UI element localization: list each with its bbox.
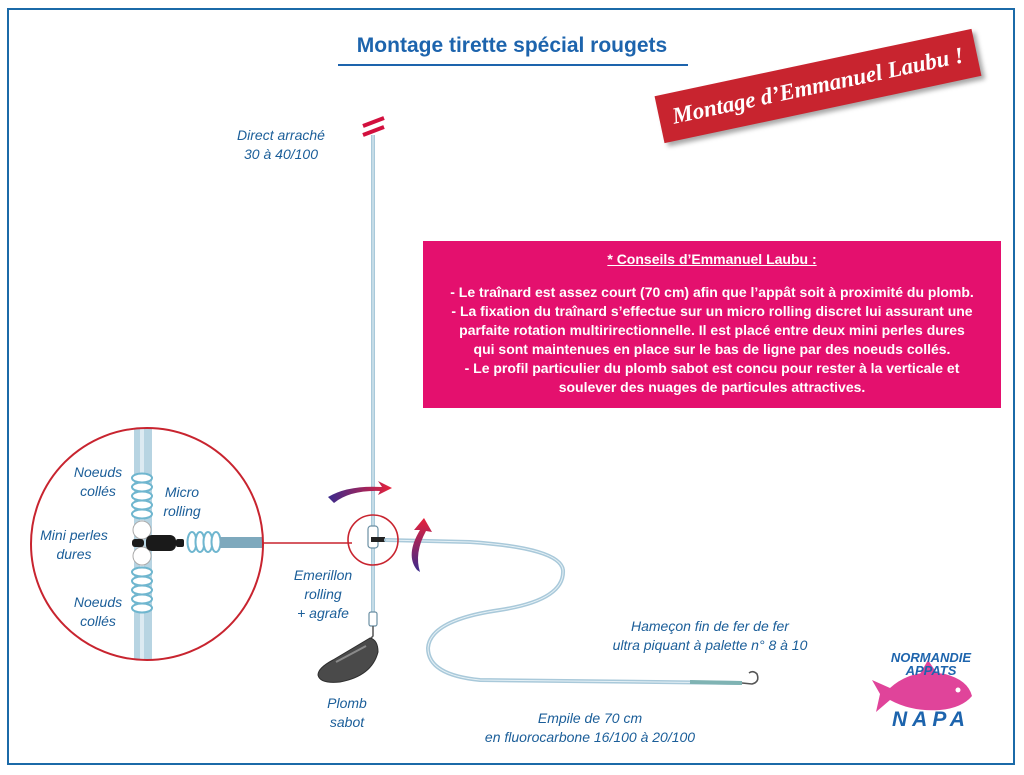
advice-title: * Conseils d’Emmanuel Laubu :	[607, 251, 817, 267]
logo-normandie-appats: NORMANDIE APPATS	[890, 650, 972, 678]
label-noeuds-colles-bottom: Noeuds collés	[73, 594, 123, 629]
advice-line: - Le profil particulier du plomb sabot e…	[464, 360, 960, 376]
label-noeuds-colles-top: Noeuds collés	[73, 464, 123, 499]
label-emerillon: Emerillon rolling + agrafe	[293, 567, 353, 621]
logo-fish-icon	[872, 660, 972, 712]
advice-box: * Conseils d’Emmanuel Laubu : - Le traîn…	[423, 241, 1001, 408]
bead-bottom	[132, 546, 152, 566]
logo-napa: NAPA	[892, 708, 970, 731]
advice-line: - La fixation du traînard s’effectue sur…	[451, 303, 973, 319]
knots-leader	[186, 531, 222, 553]
zoom-target-circle	[347, 514, 399, 566]
swivel	[367, 525, 385, 549]
label-plomb-sabot: Plomb sabot	[327, 695, 367, 730]
advice-text: - Le traînard est assez court (70 cm) af…	[423, 283, 1001, 397]
label-empile: Empile de 70 cm en fluorocarbone 16/100 …	[484, 710, 696, 745]
knots-top	[131, 472, 153, 520]
knots-bottom	[131, 566, 153, 614]
rotation-arrow-vertical	[411, 518, 432, 572]
break-mark	[362, 116, 385, 137]
advice-line: parfaite rotation multirirectionnelle. I…	[459, 322, 965, 338]
advice-line: soulever des nuages de particules attrac…	[558, 379, 866, 395]
page-frame	[7, 8, 1015, 765]
label-direct-arrache: Direct arraché 30 à 40/100	[237, 127, 325, 162]
rotation-arrow-horizontal	[328, 481, 392, 503]
zoom-detail	[30, 427, 264, 661]
micro-rolling	[132, 535, 184, 551]
label-mini-perles: Mini perles dures	[40, 527, 108, 562]
label-hamecon: Hameçon fin de fer de fer ultra piquant …	[612, 618, 808, 653]
leader-line	[384, 538, 742, 685]
hook	[741, 670, 759, 685]
advice-line: qui sont maintenues en place sur le bas …	[473, 341, 951, 357]
advice-line: - Le traînard est assez court (70 cm) af…	[450, 284, 974, 300]
sinker-sabot	[317, 637, 379, 683]
page-title: Montage tirette spécial rougets	[356, 34, 668, 57]
label-micro-rolling: Micro rolling	[163, 484, 201, 519]
title-underline	[338, 64, 688, 66]
bead-top	[132, 520, 152, 540]
